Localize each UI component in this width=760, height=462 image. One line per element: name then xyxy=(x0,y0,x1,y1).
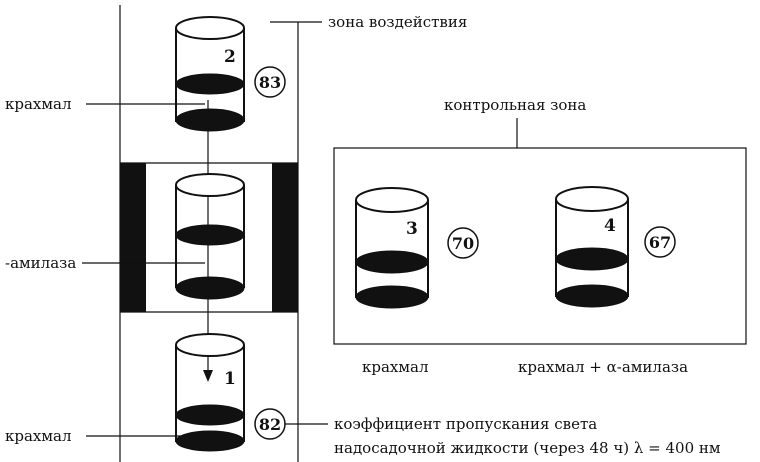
zone-bar-right xyxy=(272,163,298,312)
starch-label-bottom: крахмал xyxy=(5,427,72,445)
cylinder-3 xyxy=(355,187,429,309)
tube-number-2: 2 xyxy=(224,47,236,67)
control-zone-box xyxy=(333,147,747,345)
cylinder-4 xyxy=(555,186,629,308)
zone-bar-left xyxy=(120,163,146,312)
value-circle-2 xyxy=(254,66,286,98)
control-starch-label: крахмал xyxy=(362,358,429,376)
impact-zone-label: зона воздействия xyxy=(328,13,467,31)
control-starch-amylase-label: крахмал + α-амилаза xyxy=(518,358,688,376)
tube-number-4: 4 xyxy=(604,216,616,236)
control-zone-label: контрольная зона xyxy=(444,96,586,114)
tube-number-1: 1 xyxy=(224,369,236,389)
value-circle-4 xyxy=(644,226,676,258)
amylase-label: -амилаза xyxy=(5,254,76,272)
cylinder-middle xyxy=(175,173,245,300)
starch-label-top: крахмал xyxy=(5,95,72,113)
caption-line-1: коэффициент пропускания света xyxy=(334,415,597,433)
value-circle-3 xyxy=(447,227,479,259)
tube-number-3: 3 xyxy=(406,219,418,239)
tube-value-2: 83 xyxy=(259,73,281,92)
caption-line-2: надосадочной жидкости (через 48 ч) λ = 4… xyxy=(334,439,721,457)
cylinder-2 xyxy=(175,16,245,132)
tube-value-3: 70 xyxy=(452,234,474,253)
cylinder-1 xyxy=(175,333,245,452)
tube-value-1: 82 xyxy=(259,415,281,434)
tube-value-4: 67 xyxy=(649,233,671,252)
flow-arrow-head xyxy=(203,370,213,382)
